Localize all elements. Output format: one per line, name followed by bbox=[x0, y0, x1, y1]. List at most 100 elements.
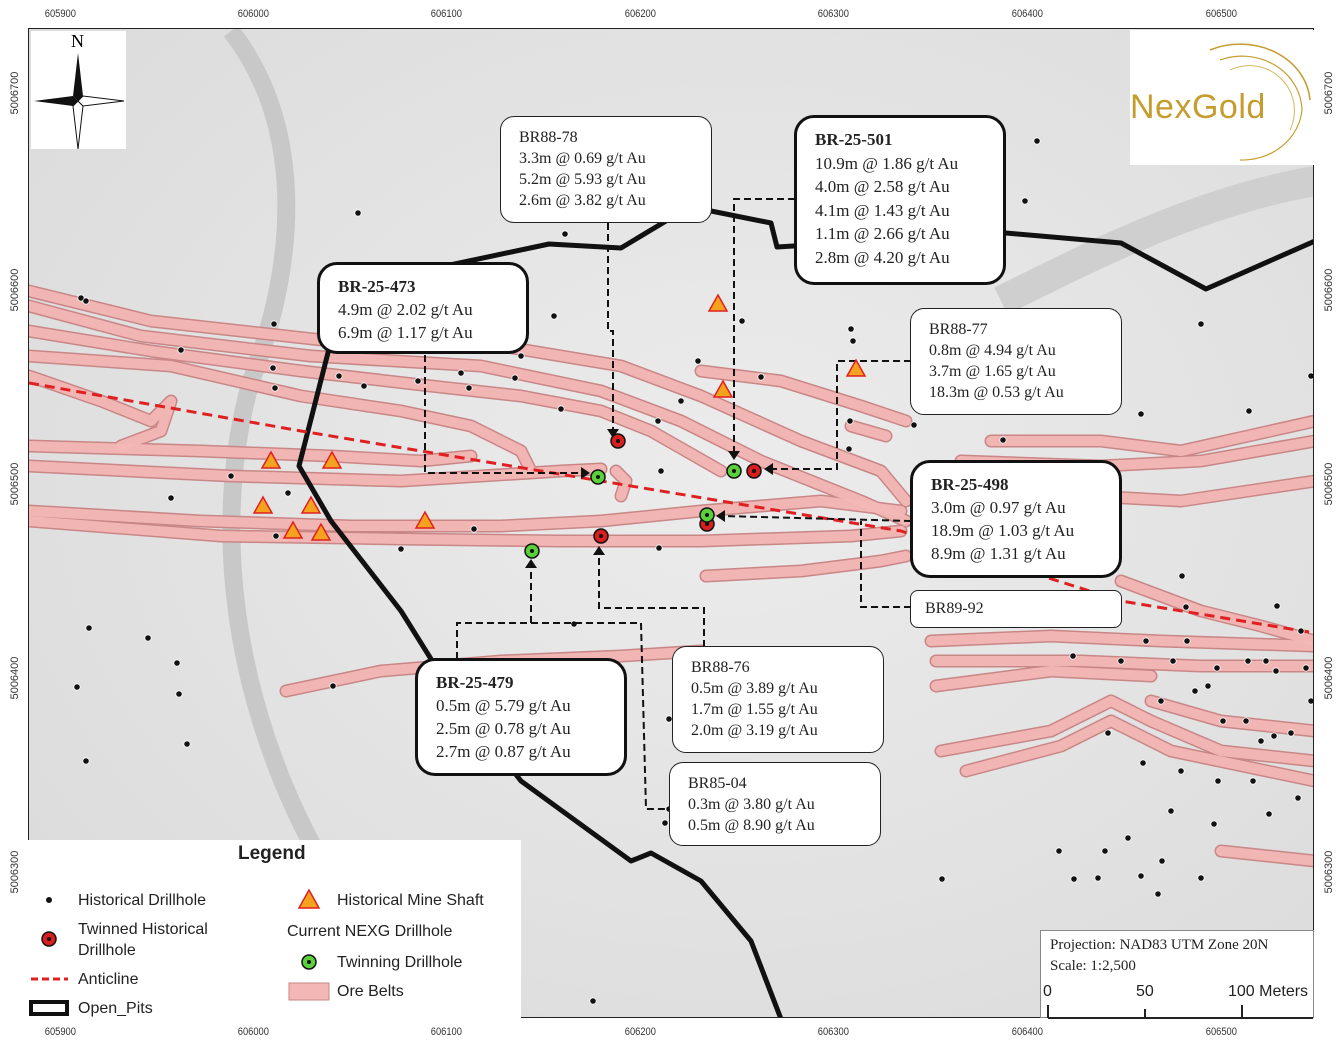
callout-line: 10.9m @ 1.86 g/t Au bbox=[815, 153, 959, 173]
legend-ore-belts: Ore Belts bbox=[337, 983, 404, 1000]
historical-drillhole bbox=[550, 312, 558, 320]
historical-drillhole bbox=[85, 624, 93, 632]
callout-title: BR88-78 bbox=[519, 129, 578, 146]
historical-drillhole bbox=[269, 364, 277, 372]
historical-drillhole bbox=[1307, 697, 1313, 705]
drillhole-center bbox=[616, 439, 620, 443]
ore-belt bbox=[29, 371, 176, 451]
ore-belt bbox=[936, 696, 1313, 766]
historical-drillhole bbox=[1182, 603, 1190, 611]
callout-br-25-501: BR-25-501 10.9m @ 1.86 g/t Au 4.0m @ 2.5… bbox=[794, 115, 1006, 285]
y-tick-right: 5006300 bbox=[1323, 850, 1335, 894]
anticline-line bbox=[29, 381, 1313, 635]
historical-drillhole bbox=[1210, 820, 1218, 828]
historical-drillhole bbox=[1204, 682, 1212, 690]
historical-drillhole bbox=[589, 997, 597, 1005]
ore-belt bbox=[29, 496, 906, 531]
mine-shaft-icon bbox=[712, 379, 734, 398]
historical-drillhole bbox=[1183, 637, 1191, 645]
historical-drillhole bbox=[846, 417, 854, 425]
historical-drillhole bbox=[354, 209, 362, 217]
callout-br85-04: BR85-04 0.3m @ 3.80 g/t Au 0.5m @ 8.90 g… bbox=[669, 762, 881, 846]
ore-belt bbox=[29, 461, 606, 486]
ore-belt bbox=[961, 716, 1313, 786]
drillhole-center bbox=[596, 475, 600, 479]
callout-line: 4.1m @ 1.43 g/t Au bbox=[815, 200, 950, 220]
ore-belt bbox=[29, 301, 911, 526]
legend-symbols bbox=[29, 888, 330, 1016]
historical-drillhole bbox=[1214, 777, 1222, 785]
historical-drillhole bbox=[1033, 137, 1041, 145]
y-tick-right: 5006700 bbox=[1323, 71, 1335, 115]
y-tick: 5006400 bbox=[9, 656, 21, 700]
callout-line: 4.0m @ 2.58 g/t Au bbox=[815, 177, 950, 196]
historical-drillhole bbox=[1249, 777, 1257, 785]
terrain-ridge bbox=[994, 166, 1313, 315]
callout-line: 6.9m @ 1.17 g/t Au bbox=[338, 323, 473, 342]
callout-line: 18.9m @ 1.03 g/t Au bbox=[931, 521, 1075, 540]
callout-line: 3.3m @ 0.69 g/t Au bbox=[519, 150, 646, 167]
callout-br88-78: BR88-78 3.3m @ 0.69 g/t Au 5.2m @ 5.93 g… bbox=[500, 116, 712, 223]
historical-drillhole bbox=[1297, 627, 1305, 635]
x-tick: 606300 bbox=[817, 8, 849, 20]
historical-drillhole bbox=[1158, 857, 1166, 865]
x-tick-bottom: 606300 bbox=[817, 1026, 849, 1038]
historical-drillhole bbox=[1094, 874, 1102, 882]
historical-drillhole bbox=[414, 377, 422, 385]
mine-shaft-icon bbox=[321, 450, 343, 469]
callout-line: 0.3m @ 3.80 g/t Au bbox=[688, 796, 815, 813]
callout-title: BR-25-479 bbox=[436, 673, 514, 692]
nexgold-logo: NexGold bbox=[1130, 30, 1314, 165]
legend-mine-shaft: Historical Mine Shaft bbox=[337, 892, 484, 909]
scale-text: Scale: 1:2,500 bbox=[1050, 958, 1136, 974]
historical-drillhole bbox=[1245, 407, 1253, 415]
historical-drillhole bbox=[1137, 410, 1145, 418]
drillhole-center bbox=[530, 549, 534, 553]
historical-drillhole bbox=[177, 346, 185, 354]
ore-belt bbox=[29, 516, 906, 546]
ore-belt bbox=[696, 366, 911, 426]
historical-drillhole bbox=[465, 384, 473, 392]
historical-drillhole bbox=[1142, 637, 1150, 645]
callout-line: 1.7m @ 1.55 g/t Au bbox=[691, 701, 818, 718]
leader-lines bbox=[424, 198, 912, 810]
ore-belt bbox=[931, 666, 1156, 691]
x-tick-bottom: 606200 bbox=[624, 1026, 656, 1038]
ore-belt bbox=[846, 421, 891, 441]
historical-drillhole bbox=[677, 397, 685, 405]
callout-line: 2.0m @ 3.19 g/t Au bbox=[691, 722, 818, 739]
historical-drillhole bbox=[1070, 875, 1078, 883]
historical-drillhole bbox=[847, 325, 855, 333]
historical-drillhole bbox=[1197, 320, 1205, 328]
historical-drillhole bbox=[517, 352, 525, 360]
y-tick-right: 5006600 bbox=[1323, 268, 1335, 312]
legend-current-nexg: Current NEXG Drillhole bbox=[287, 923, 453, 940]
scale-label-0: 0 bbox=[1043, 983, 1052, 1000]
historical-drillhole bbox=[694, 357, 702, 365]
historical-drillhole bbox=[738, 317, 746, 325]
leader-arrowheads bbox=[525, 429, 773, 568]
historical-drillhole-icon bbox=[46, 897, 52, 903]
north-arrow: N bbox=[31, 31, 126, 150]
callout-line: 18.3m @ 0.53 g/t Au bbox=[929, 384, 1064, 401]
historical-drillhole bbox=[1021, 197, 1029, 205]
historical-drillhole bbox=[284, 489, 292, 497]
historical-drillhole bbox=[1273, 602, 1281, 610]
callout-title: BR89-92 bbox=[925, 600, 984, 617]
historical-drillhole bbox=[1139, 759, 1147, 767]
historical-drillhole bbox=[457, 369, 465, 377]
callout-br88-77: BR88-77 0.8m @ 4.94 g/t Au 3.7m @ 1.65 g… bbox=[910, 308, 1122, 415]
legend-twinned-1: Twinned Historical bbox=[78, 921, 208, 938]
historical-drillhole bbox=[227, 472, 235, 480]
callout-line: 2.7m @ 0.87 g/t Au bbox=[436, 742, 571, 761]
historical-drillhole bbox=[360, 382, 368, 390]
historical-drillhole bbox=[999, 436, 1007, 444]
scale-label-50: 50 bbox=[1136, 983, 1154, 1000]
historical-drillhole bbox=[329, 682, 337, 690]
historical-drillhole bbox=[175, 690, 183, 698]
historical-drillhole bbox=[397, 545, 405, 553]
historical-drillhole bbox=[270, 320, 278, 328]
legend-anticline: Anticline bbox=[78, 971, 139, 988]
historical-drillhole bbox=[1270, 732, 1278, 740]
mine-shaft-icon bbox=[310, 522, 332, 541]
